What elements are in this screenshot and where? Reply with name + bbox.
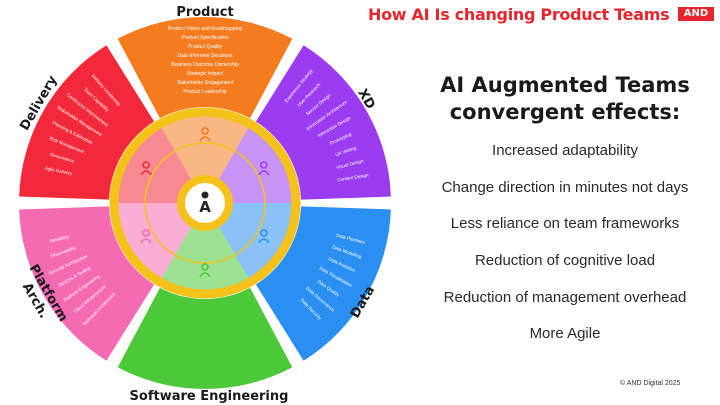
person-icon bbox=[142, 161, 150, 169]
segment-item-text: Strategic Impact bbox=[187, 71, 224, 77]
and-logo: AND bbox=[678, 7, 714, 21]
center-disc bbox=[185, 183, 225, 223]
person-icon bbox=[201, 127, 209, 135]
segment-item-text: Agile Delivery bbox=[44, 166, 73, 177]
segment-item-text: Product Quality bbox=[188, 44, 223, 50]
outer-yellow-ring bbox=[109, 107, 301, 299]
person-icon-body bbox=[258, 170, 270, 176]
person-icon-body bbox=[199, 136, 211, 142]
effect-item: Change direction in minutes not days bbox=[441, 178, 689, 196]
effect-item: Less reliance on team frameworks bbox=[450, 215, 680, 233]
segment-item-text: Data-Informed Decisions bbox=[177, 53, 233, 59]
inner-sector-product bbox=[160, 113, 250, 203]
effect-item: More Agile bbox=[529, 325, 601, 343]
ai-letter-icon: A bbox=[199, 198, 211, 216]
segment-item-text: Visual Design bbox=[336, 158, 365, 170]
segment-label: Product bbox=[176, 5, 233, 20]
middle-ring-line bbox=[144, 142, 266, 264]
effect-item: Reduction of management overhead bbox=[443, 288, 687, 306]
ai-person-icon bbox=[201, 191, 209, 199]
segment-item-text: Product Specification bbox=[182, 35, 229, 41]
segment-item-text: Business Outcome Ownership bbox=[171, 62, 238, 68]
segment-label: Software Engineering bbox=[130, 389, 289, 404]
person-icon-body bbox=[140, 238, 152, 244]
person-icon bbox=[260, 229, 268, 237]
effects-heading: AI Augmented Teams convergent effects: bbox=[405, 72, 720, 126]
person-icon bbox=[201, 263, 209, 271]
person-icon-body bbox=[258, 238, 270, 244]
effects-list: Increased adaptability Change direction … bbox=[405, 138, 720, 358]
segment-item-text: Product Leadership bbox=[183, 89, 227, 95]
person-icon bbox=[260, 161, 268, 169]
copyright-notice: © AND Digital 2025 bbox=[620, 380, 681, 387]
person-icon-body bbox=[140, 170, 152, 176]
page-title: How AI Is changing Product Teams bbox=[368, 5, 670, 24]
effect-item: Increased adaptability bbox=[492, 142, 638, 159]
person-icon bbox=[142, 229, 150, 237]
segment-item-text: Content Design bbox=[337, 172, 369, 182]
effects-heading-line-2: convergent effects: bbox=[449, 100, 681, 124]
segment-item-text: Stakeholder Engagement bbox=[177, 80, 234, 86]
inner-sector-software-engineering bbox=[160, 203, 250, 293]
effects-heading-line-1: AI Augmented Teams bbox=[440, 73, 690, 97]
segment-item-text: Reliability bbox=[49, 234, 70, 244]
effect-item: Reduction of cognitive load bbox=[474, 252, 656, 270]
person-icon-body bbox=[199, 272, 211, 278]
segment-item-text: Product Vision and Roadmapping bbox=[168, 26, 243, 32]
